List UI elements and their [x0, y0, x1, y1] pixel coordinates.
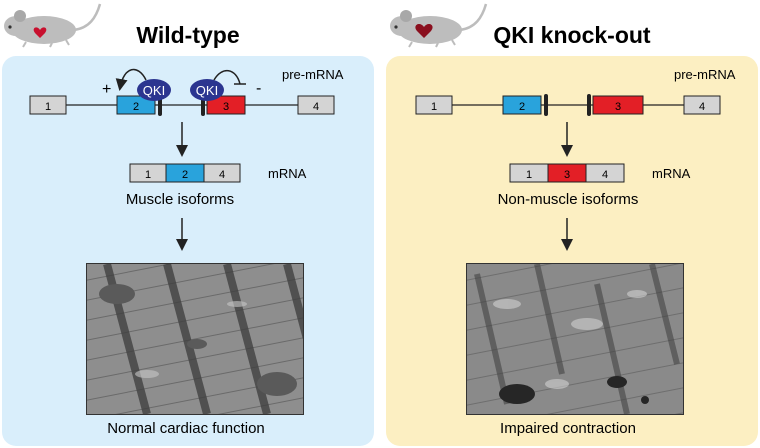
pre-exon-2-label: 2	[133, 101, 139, 113]
qki-protein-2	[190, 79, 224, 101]
mrna-exon-1-label: 1	[145, 169, 151, 181]
mouse-icon-right	[390, 3, 488, 48]
qki-label-2: QKI	[196, 83, 218, 98]
pre-exon-2	[116, 95, 156, 115]
pre-exon-4-label: 4	[313, 101, 319, 113]
qki-protein-1	[137, 79, 171, 101]
mrna-exon-2-label: 2	[182, 169, 188, 181]
pre-exon-1	[29, 95, 67, 115]
knockout-pre-mrna-label: pre-mRNA	[674, 67, 736, 82]
knockout-em-image	[466, 263, 684, 415]
wildtype-splicing-diagram: 1 2 3 4 QKI QKI + - 1 2 4	[29, 68, 335, 251]
heart-icon-enlarged	[415, 24, 433, 38]
wildtype-pre-mrna-label: pre-mRNA	[282, 67, 344, 82]
minus-sign: -	[256, 80, 261, 97]
wildtype-mrna-label: mRNA	[268, 166, 307, 181]
knockout-splicing-diagram: 1 2 3 4 1 3 4	[415, 94, 721, 251]
ko-pre-exon-1-label: 1	[431, 101, 437, 113]
mrna-exon-4-label: 4	[219, 169, 225, 181]
wildtype-title: Wild-type	[136, 22, 240, 48]
pre-exon-3	[206, 95, 246, 115]
ko-pre-exon-4	[683, 95, 721, 115]
ko-mrna-exon-1-label: 1	[526, 169, 532, 181]
knockout-outcome-label: Impaired contraction	[500, 420, 636, 437]
ko-binding-site-1	[544, 94, 548, 116]
knockout-mrna-label: mRNA	[652, 166, 691, 181]
pre-exon-1-label: 1	[45, 101, 51, 113]
ko-mrna-exon-4-label: 4	[602, 169, 608, 181]
ko-pre-exon-3	[592, 95, 644, 115]
plus-sign: +	[102, 81, 111, 98]
ko-mrna-exon-4	[585, 163, 625, 183]
pre-exon-4	[297, 95, 335, 115]
knockout-title: QKI knock-out	[493, 22, 651, 48]
pre-exon-3-label: 3	[223, 101, 229, 113]
ko-pre-exon-3-label: 3	[615, 101, 621, 113]
repression-arrow	[213, 70, 241, 85]
qki-label-1: QKI	[143, 83, 165, 98]
ko-pre-exon-2-label: 2	[519, 101, 525, 113]
wildtype-outcome-label: Normal cardiac function	[107, 420, 265, 437]
activation-arrow	[115, 68, 147, 91]
wildtype-em-image	[86, 263, 304, 415]
ko-binding-site-2	[587, 94, 591, 116]
ko-pre-exon-4-label: 4	[699, 101, 705, 113]
heart-icon	[33, 27, 47, 38]
knockout-isoform-label: Non-muscle isoforms	[497, 191, 639, 208]
wildtype-isoform-label: Muscle isoforms	[125, 191, 235, 208]
ko-pre-exon-1	[415, 95, 453, 115]
mouse-icon-left	[4, 3, 102, 48]
ko-mrna-exon-3-label: 3	[564, 169, 570, 181]
mrna-exon-4	[203, 163, 241, 183]
ko-pre-exon-2	[502, 95, 542, 115]
